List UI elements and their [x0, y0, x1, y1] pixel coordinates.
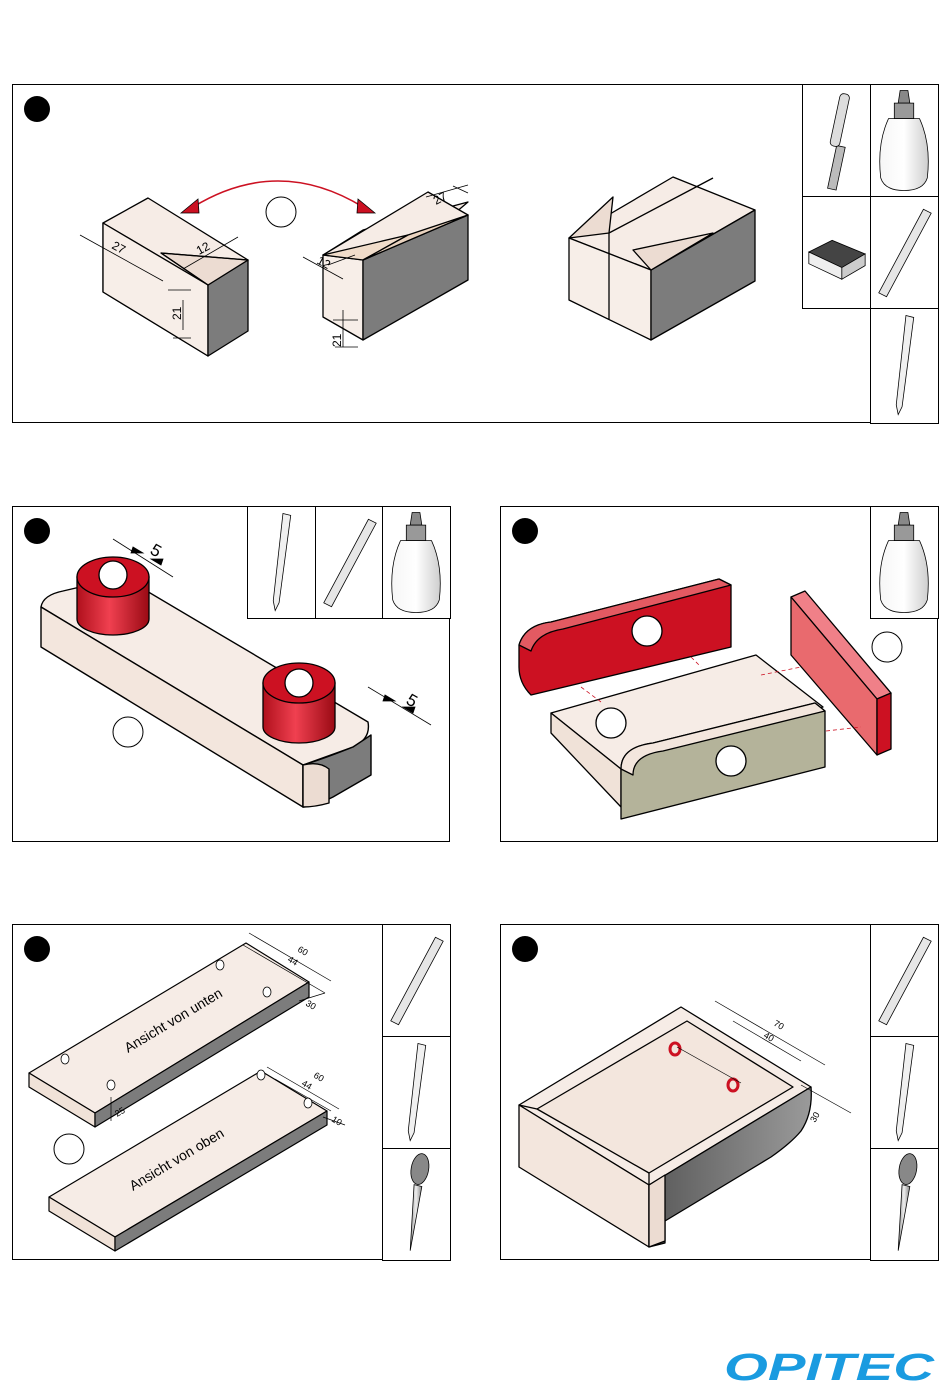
red-cylinder-left — [77, 557, 149, 635]
step-5-panel: 70 40 30 — [500, 924, 938, 1260]
pencil-tool-5 — [870, 1036, 939, 1149]
dim-t-10: 10 — [330, 1114, 344, 1128]
step-1-callout-circle — [266, 197, 296, 227]
file-tool — [802, 84, 871, 197]
glue-bottle-icon — [871, 85, 938, 196]
ruler-icon — [383, 925, 450, 1036]
awl-tool-4 — [382, 1148, 451, 1261]
step-2-callout-circle — [113, 717, 143, 747]
dim-top-5: 5 — [147, 540, 165, 561]
awl-icon — [871, 1149, 938, 1260]
pencil-tool-4 — [382, 1036, 451, 1149]
awl-tool-5 — [870, 1148, 939, 1261]
opitec-logo: OPITEC — [722, 1346, 936, 1386]
pencil-tool-1 — [870, 308, 939, 424]
pencil-icon — [248, 507, 315, 618]
sanding-block-icon — [803, 197, 870, 308]
assembled-box — [519, 1007, 811, 1247]
block-b — [323, 192, 468, 340]
ruler-tool-1 — [870, 196, 939, 309]
pencil-icon — [871, 1037, 938, 1148]
step-3-panel — [500, 506, 938, 842]
block-a — [103, 198, 248, 356]
assembled-block — [569, 177, 755, 340]
dim-t-60: 60 — [312, 1070, 326, 1084]
step-1-illustration: 27 12 21 12 21 27 — [13, 85, 939, 424]
pencil-icon — [383, 1037, 450, 1148]
ruler-icon — [871, 925, 938, 1036]
red-cylinder-right — [263, 663, 335, 743]
step-3-callout-circle — [872, 632, 902, 662]
glue-tool-2 — [382, 506, 451, 619]
glue-tool-1 — [870, 84, 939, 197]
glue-bottle-icon — [871, 507, 938, 618]
step-1-panel: 27 12 21 12 21 27 — [12, 84, 938, 423]
step-4-panel: Ansicht von unten Ansicht von oben — [12, 924, 450, 1260]
dim-30: 30 — [808, 1110, 822, 1124]
ruler-tool-2 — [315, 506, 384, 619]
sandpaper-tool — [802, 196, 871, 309]
file-icon — [803, 85, 870, 196]
dim-70: 70 — [772, 1018, 786, 1032]
pencil-tool-2 — [247, 506, 316, 619]
step-2-panel: 5 5 — [12, 506, 450, 842]
ruler-tool-5 — [870, 924, 939, 1037]
opitec-logo-text: OPITEC — [724, 1347, 935, 1386]
step-4-callout-circle — [54, 1134, 84, 1164]
dim-a-21: 21 — [170, 306, 184, 320]
awl-icon — [383, 1149, 450, 1260]
dim-b-60: 60 — [296, 944, 310, 958]
dim-b-21: 21 — [330, 333, 344, 347]
pencil-icon — [871, 309, 938, 423]
dim-40: 40 — [762, 1030, 776, 1044]
ruler-icon — [871, 197, 938, 308]
dim-b-30: 30 — [304, 998, 318, 1012]
ruler-icon — [316, 507, 383, 618]
ruler-tool-4 — [382, 924, 451, 1037]
glue-tool-3 — [870, 506, 939, 619]
glue-bottle-icon — [383, 507, 450, 618]
dim-t-44: 44 — [300, 1078, 314, 1092]
